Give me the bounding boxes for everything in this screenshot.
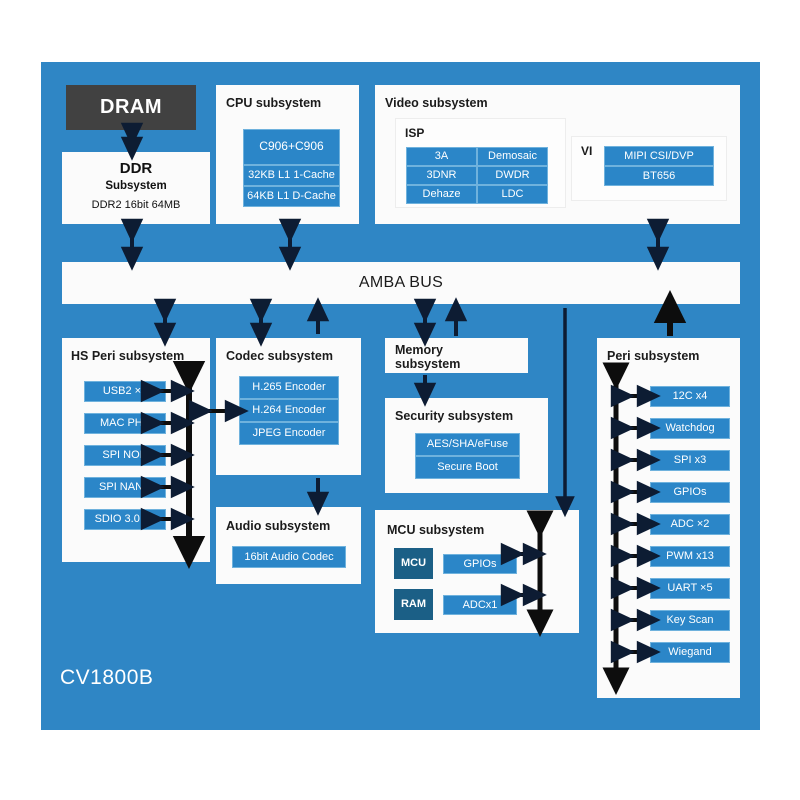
- ddr-spec: DDR2 16bit 64MB: [91, 199, 181, 211]
- mcu-block-gpios: GPIOs: [443, 554, 517, 574]
- mcu-block-mcu: MCU: [394, 548, 433, 579]
- peri-block-wiegand: Wiegand: [650, 642, 730, 663]
- mcu-subsystem-title: MCU subsystem: [387, 523, 485, 537]
- cpu-block-dcache: 64KB L1 D-Cache: [243, 186, 340, 207]
- hs-peri-block-spi-nor: SPI NOR: [84, 445, 166, 466]
- peri-block-spi: SPI x3: [650, 450, 730, 471]
- codec-block-jpeg: JPEG Encoder: [239, 422, 339, 445]
- peri-block-i2c: 12C x4: [650, 386, 730, 407]
- memory-subsystem-title: Memory subsystem: [395, 343, 461, 371]
- amba-bus: AMBA BUS: [62, 262, 740, 304]
- cpu-subsystem-box: CPU subsystem C906+C906 32KB L1 1-Cache …: [216, 85, 359, 224]
- security-block-secure-boot: Secure Boot: [415, 456, 520, 479]
- peri-block-adc: ADC ×2: [650, 514, 730, 535]
- security-subsystem-box: Security subsystem AES/SHA/eFuse Secure …: [385, 398, 548, 493]
- peri-subsystem-title: Peri subsystem: [607, 349, 700, 363]
- peri-block-watchdog: Watchdog: [650, 418, 730, 439]
- vi-title: VI: [581, 144, 593, 158]
- peri-block-key-scan: Key Scan: [650, 610, 730, 631]
- vi-block-bt656: BT656: [604, 166, 714, 186]
- ddr-subtitle: Subsystem: [105, 180, 167, 192]
- ddr-subsystem-box: DDR Subsystem DDR2 16bit 64MB: [62, 152, 210, 224]
- codec-subsystem-title: Codec subsystem: [226, 349, 333, 363]
- codec-block-h264: H.264 Encoder: [239, 399, 339, 422]
- isp-block-ldc: LDC: [477, 185, 548, 204]
- isp-block-dwdr: DWDR: [477, 166, 548, 185]
- peri-block-uart: UART ×5: [650, 578, 730, 599]
- audio-subsystem-box: Audio subsystem 16bit Audio Codec: [216, 507, 361, 584]
- isp-block-3dnr: 3DNR: [406, 166, 477, 185]
- mcu-block-adcx1: ADCx1: [443, 595, 517, 615]
- security-subsystem-title: Security subsystem: [395, 409, 514, 423]
- codec-block-h265: H.265 Encoder: [239, 376, 339, 399]
- isp-block-3a: 3A: [406, 147, 477, 166]
- peri-block-gpios: GPIOs: [650, 482, 730, 503]
- hs-peri-subsystem-title: HS Peri subsystem: [71, 349, 185, 363]
- chip-name-label: CV1800B: [60, 666, 154, 689]
- hs-peri-block-spi-nand: SPI NAND: [84, 477, 166, 498]
- mcu-block-ram: RAM: [394, 589, 433, 620]
- vi-box: VI MIPI CSI/DVP BT656: [571, 136, 727, 201]
- memory-subsystem-box: Memory subsystem: [385, 338, 528, 373]
- dram-block: DRAM: [66, 85, 196, 130]
- security-block-aes-sha-efuse: AES/SHA/eFuse: [415, 433, 520, 456]
- isp-title: ISP: [405, 126, 425, 140]
- audio-subsystem-title: Audio subsystem: [226, 519, 331, 533]
- cpu-block-c906: C906+C906: [243, 129, 340, 165]
- hs-peri-block-mac-phy: MAC PHY: [84, 413, 166, 434]
- isp-box: ISP 3A Demosaic 3DNR DWDR Dehaze LDC: [395, 118, 566, 208]
- cpu-block-icache: 32KB L1 1-Cache: [243, 165, 340, 186]
- isp-block-dehaze: Dehaze: [406, 185, 477, 204]
- cpu-subsystem-title: CPU subsystem: [226, 96, 322, 110]
- isp-block-demosaic: Demosaic: [477, 147, 548, 166]
- ddr-title: DDR: [119, 160, 153, 177]
- hs-peri-block-sdio: SDIO 3.0 ×2: [84, 509, 166, 530]
- vi-block-mipi-csi-dvp: MIPI CSI/DVP: [604, 146, 714, 166]
- video-subsystem-title: Video subsystem: [385, 96, 488, 110]
- mcu-subsystem-box: MCU subsystem MCU GPIOs RAM ADCx1: [375, 510, 579, 633]
- video-subsystem-box: Video subsystem ISP 3A Demosaic 3DNR DWD…: [375, 85, 740, 224]
- hs-peri-subsystem-box: HS Peri subsystem USB2 ×1 MAC PHY SPI NO…: [62, 338, 210, 562]
- hs-peri-block-usb2: USB2 ×1: [84, 381, 166, 402]
- peri-block-pwm: PWM x13: [650, 546, 730, 567]
- peri-subsystem-box: Peri subsystem 12C x4 Watchdog SPI x3 GP…: [597, 338, 740, 698]
- audio-block-codec: 16bit Audio Codec: [232, 546, 346, 568]
- codec-subsystem-box: Codec subsystem H.265 Encoder H.264 Enco…: [216, 338, 361, 475]
